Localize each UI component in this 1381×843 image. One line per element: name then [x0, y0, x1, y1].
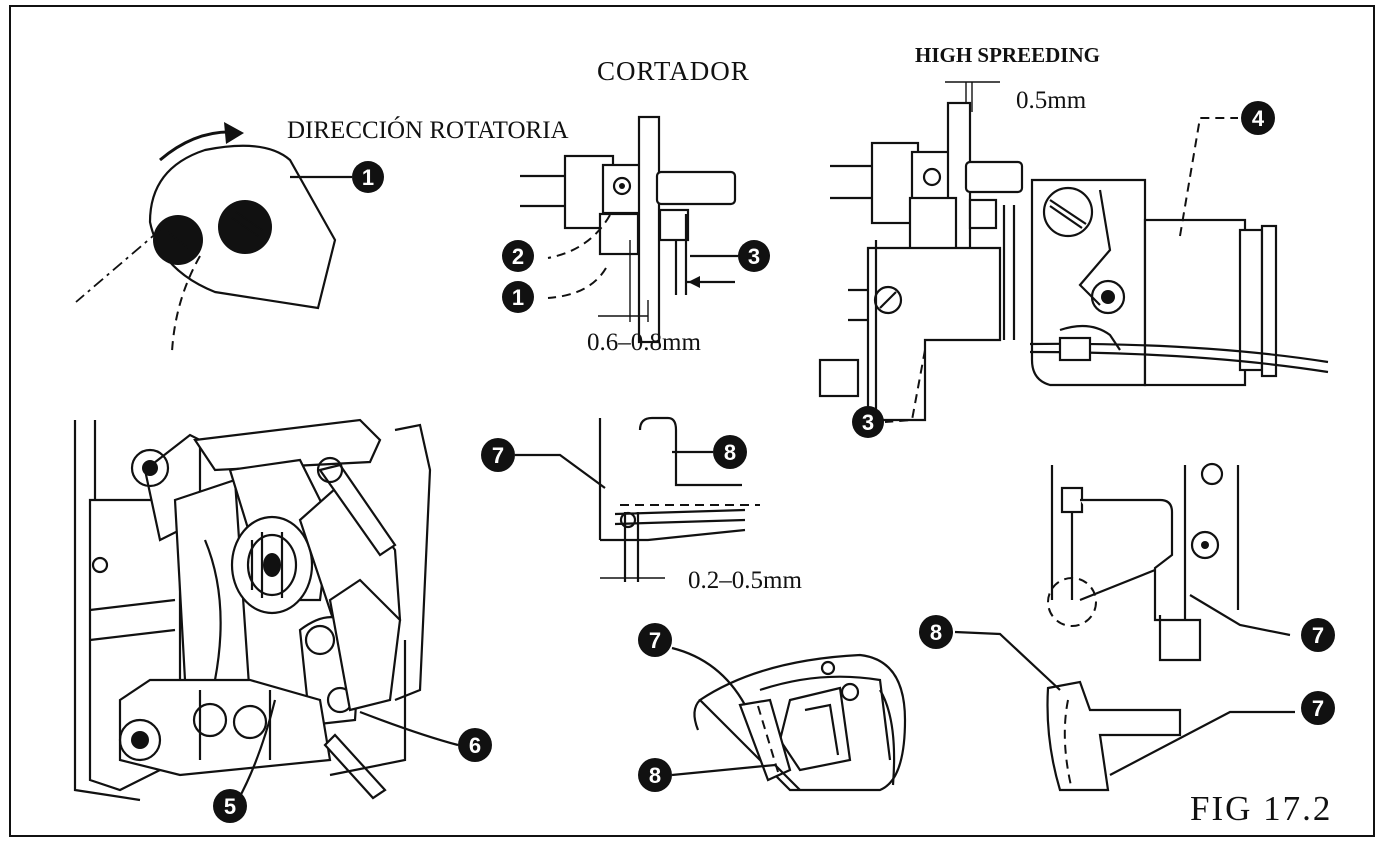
- callout-7-left: 7: [481, 438, 515, 472]
- cutter-screw: [612, 176, 632, 196]
- callout-3-bottom: 3: [852, 406, 884, 438]
- figure-caption: FIG 17.2: [1190, 789, 1332, 828]
- rotation-label: DIRECCIÓN ROTATORIA: [287, 116, 569, 144]
- high-spreading-panel: HIGH SPREEDING 0.5mm: [818, 43, 1329, 438]
- svg-text:3: 3: [748, 244, 760, 269]
- rotation-arrowhead-icon: [224, 122, 244, 144]
- svg-text:1: 1: [362, 165, 374, 190]
- rotation-panel: DIRECCIÓN ROTATORIA 1: [75, 116, 569, 353]
- detail-circle: [1047, 577, 1097, 627]
- callout-7-right-top: 7: [1301, 618, 1335, 652]
- svg-text:1: 1: [512, 285, 524, 310]
- gap-label-05: 0.5mm: [1016, 87, 1087, 114]
- right-detail-panel: 7 8 7: [919, 462, 1335, 792]
- svg-text:2: 2: [512, 244, 524, 269]
- callout-8-bottom: 8: [638, 758, 672, 792]
- callout-7-right-bottom: 7: [1301, 691, 1335, 725]
- callout-6: 6: [458, 728, 492, 762]
- figure-border: [9, 5, 1375, 837]
- callout-1-top: 1: [352, 161, 384, 193]
- gap-label-06-08: 0.6–0.8mm: [587, 329, 701, 356]
- gap-label-02-05: 0.2–0.5mm: [688, 567, 802, 594]
- svg-text:7: 7: [1312, 623, 1324, 648]
- hook-detail-panel: 7 8: [638, 623, 907, 792]
- callout-2: 2: [502, 240, 534, 272]
- callout-1-middle: 1: [502, 281, 534, 313]
- high-spreading-label: HIGH SPREEDING: [915, 43, 1100, 67]
- svg-text:7: 7: [649, 628, 661, 653]
- callout-4: 4: [1241, 101, 1275, 135]
- machine-assembly-panel: 5 6: [73, 418, 492, 823]
- svg-text:8: 8: [930, 620, 942, 645]
- cutter-title: CORTADOR: [597, 56, 750, 86]
- callout-8-right: 8: [919, 615, 953, 649]
- svg-text:5: 5: [224, 794, 236, 819]
- svg-text:8: 8: [649, 763, 661, 788]
- callout-3-middle: 3: [738, 240, 770, 272]
- svg-text:4: 4: [1252, 106, 1265, 131]
- cutter-motor: [1030, 178, 1147, 387]
- svg-text:7: 7: [1312, 696, 1324, 721]
- gap-detail-panel: 0.2–0.5mm 7 8: [481, 416, 802, 594]
- svg-text:7: 7: [492, 443, 504, 468]
- cutter-knife: [637, 115, 661, 344]
- svg-text:6: 6: [469, 733, 481, 758]
- callout-7-middle: 7: [638, 623, 672, 657]
- callout-5: 5: [213, 789, 247, 823]
- callout-8-top: 8: [713, 435, 747, 469]
- svg-text:3: 3: [862, 410, 874, 435]
- cutter-panel: CORTADOR 0.6–0.8mm 2 1: [502, 56, 770, 356]
- svg-text:8: 8: [724, 440, 736, 465]
